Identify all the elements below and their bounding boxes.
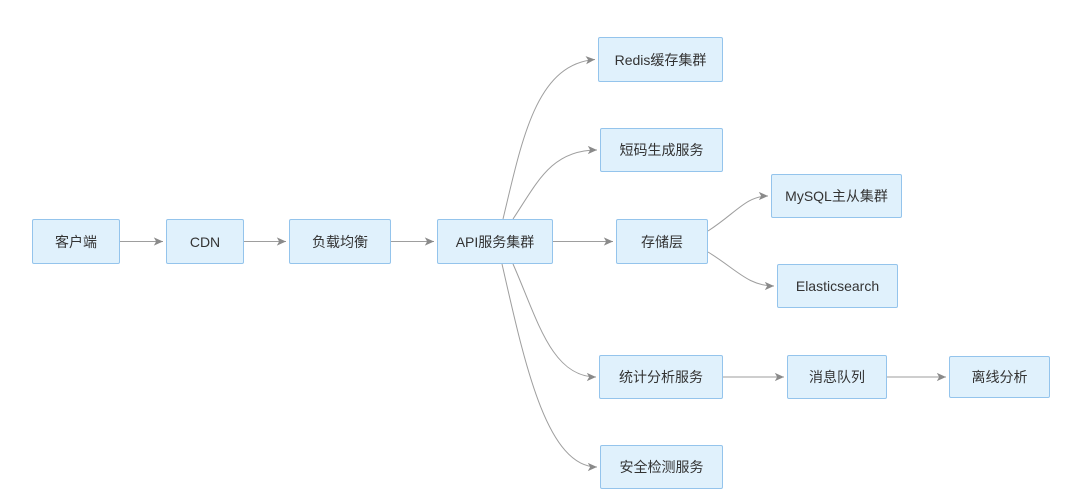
node-elasticsearch: Elasticsearch <box>777 264 898 308</box>
node-storage-layer-label: 存储层 <box>641 233 683 250</box>
node-message-queue-label: 消息队列 <box>809 369 865 385</box>
node-cdn-label: CDN <box>189 233 221 250</box>
node-security-service: 安全检测服务 <box>600 445 723 489</box>
node-mysql-cluster-label: MySQL主从集群 <box>785 188 888 204</box>
node-client-label: 客户端 <box>55 233 97 250</box>
node-offline-analysis: 离线分析 <box>949 356 1050 398</box>
node-shortcode-service-label: 短码生成服务 <box>619 142 704 158</box>
node-storage-layer: 存储层 <box>616 219 708 264</box>
edge-api-to-security <box>501 263 598 472</box>
node-cdn: CDN <box>166 219 244 264</box>
node-stats-service: 统计分析服务 <box>599 355 723 399</box>
node-message-queue: 消息队列 <box>787 355 887 399</box>
node-offline-analysis-label: 离线分析 <box>971 369 1028 385</box>
node-api-cluster: API服务集群 <box>437 219 553 264</box>
node-redis-cache-label: Redis缓存集群 <box>614 51 707 68</box>
node-mysql-cluster: MySQL主从集群 <box>771 174 902 218</box>
node-elasticsearch-label: Elasticsearch <box>795 278 880 294</box>
edge-api-to-shortcode <box>512 145 598 220</box>
node-api-cluster-label: API服务集群 <box>455 233 535 250</box>
node-stats-service-label: 统计分析服务 <box>619 369 703 385</box>
node-security-service-label: 安全检测服务 <box>619 459 704 475</box>
node-client: 客户端 <box>32 219 120 264</box>
node-load-balancer: 负载均衡 <box>289 219 391 264</box>
edge-storage-to-elasticsearch <box>707 251 775 291</box>
edge-api-to-redis <box>502 56 596 220</box>
node-shortcode-service: 短码生成服务 <box>600 128 723 172</box>
node-redis-cache: Redis缓存集群 <box>598 37 723 82</box>
edge-api-to-stats <box>512 263 597 382</box>
edge-storage-to-mysql <box>707 191 769 232</box>
node-load-balancer-label: 负载均衡 <box>312 233 368 250</box>
